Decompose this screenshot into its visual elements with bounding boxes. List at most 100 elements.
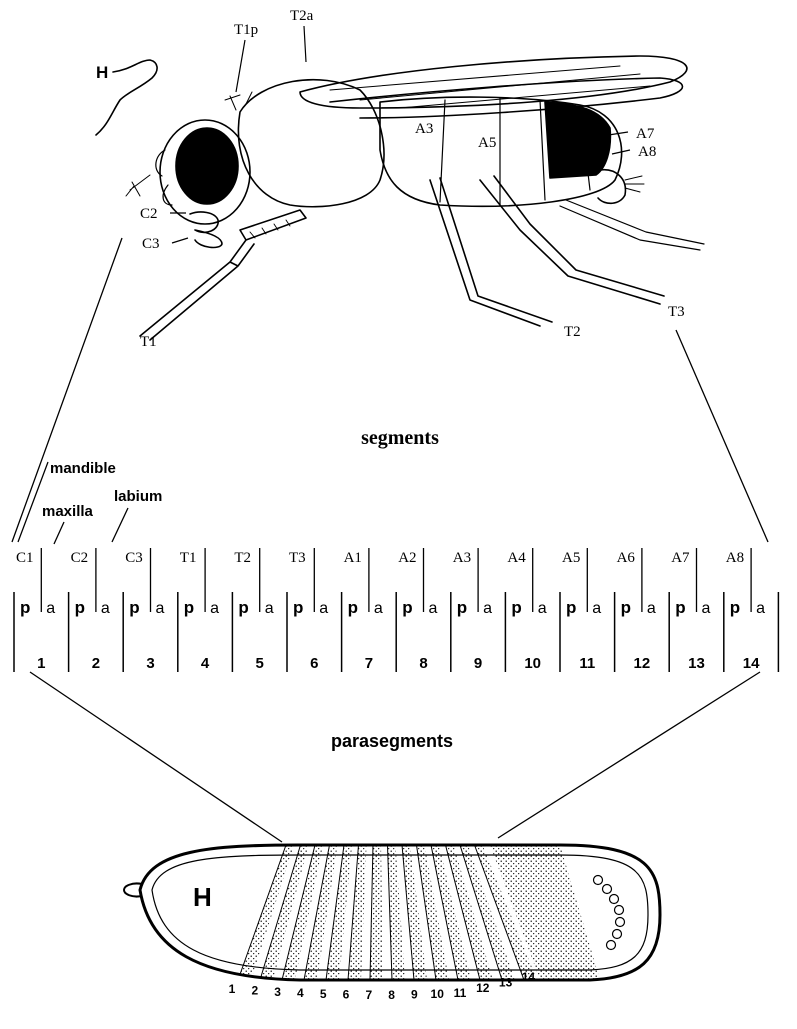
embryo-stripe-number: 6: [343, 988, 350, 1002]
label-mandible: mandible: [50, 460, 116, 477]
embryo-stripe-number: 11: [454, 986, 467, 1000]
label-t2a: T2a: [290, 8, 314, 24]
parasegment-number: 1: [37, 655, 45, 672]
compartment-anterior: a: [319, 600, 328, 617]
embryo-stripe-number: 7: [365, 988, 372, 1002]
compartment-anterior: a: [592, 600, 601, 617]
segment-label: T3: [289, 550, 306, 566]
embryo-stripe-number: 2: [251, 983, 258, 997]
parasegment-number: 5: [256, 655, 264, 672]
embryo-stripe-number: 13: [499, 975, 513, 989]
segment-label: C1: [16, 550, 34, 566]
parasegment-number: 8: [419, 655, 427, 672]
compartment-posterior: p: [511, 598, 521, 617]
abdomen-legs-extra: [560, 200, 704, 250]
compartment-anterior: a: [101, 600, 110, 617]
compartment-anterior: a: [483, 600, 492, 617]
compartment-anterior: a: [265, 600, 274, 617]
label-maxilla: maxilla: [42, 503, 94, 520]
compartment-posterior: p: [348, 598, 358, 617]
label-t1p: T1p: [234, 22, 258, 38]
compartment-anterior: a: [46, 600, 55, 617]
leg-t3: [480, 176, 664, 304]
pole-cell: [610, 895, 619, 904]
pole-cell: [603, 885, 612, 894]
parasegment-number: 3: [146, 655, 154, 672]
segment-label: C3: [125, 550, 143, 566]
compartment-posterior: p: [566, 598, 576, 617]
compartment-posterior: p: [621, 598, 631, 617]
compartment-posterior: p: [75, 598, 85, 617]
label-labium: labium: [114, 488, 162, 505]
parasegment-number: 13: [688, 655, 705, 672]
compartment-posterior: p: [675, 598, 685, 617]
segment-label: A1: [344, 550, 362, 566]
parasegment-number: 2: [92, 655, 100, 672]
segment-label: A7: [671, 550, 690, 566]
parasegment-number: 12: [634, 655, 651, 672]
compartment-anterior: a: [156, 600, 165, 617]
compartment-anterior: a: [374, 600, 383, 617]
parasegment-number: 9: [474, 655, 482, 672]
parasegment-number: 14: [743, 655, 760, 672]
embryo-stripe-number: 14: [522, 970, 536, 984]
segment-label: T2: [234, 550, 251, 566]
embryo-stripe-number: 12: [476, 981, 490, 995]
compartment-posterior: p: [402, 598, 412, 617]
leg-t1: [140, 210, 306, 340]
segment-label: C2: [71, 550, 89, 566]
segment-label: A5: [562, 550, 580, 566]
embryo-stripe-number: 5: [320, 987, 327, 1001]
parasegment-number: 10: [524, 655, 541, 672]
parasegment-number: 11: [579, 655, 595, 672]
label-a3: A3: [415, 121, 433, 137]
compartment-anterior: a: [756, 600, 765, 617]
pole-cell: [616, 918, 625, 927]
pole-cell: [615, 906, 624, 915]
pole-cell: [594, 876, 603, 885]
leg-t2: [430, 178, 552, 326]
parasegment-number: 7: [365, 655, 373, 672]
segments-title: segments: [361, 427, 439, 449]
adult-fly-drawing: [96, 56, 704, 340]
compartment-anterior: a: [702, 600, 711, 617]
compartment-posterior: p: [129, 598, 139, 617]
label-t2: T2: [564, 324, 581, 340]
label-c2: C2: [140, 206, 158, 222]
compartment-anterior: a: [429, 600, 438, 617]
embryo-stripe-number: 3: [274, 985, 281, 999]
compartment-posterior: p: [293, 598, 303, 617]
segment-label: A4: [507, 550, 526, 566]
label-t3: T3: [668, 304, 685, 320]
label-t1: T1: [140, 334, 157, 350]
parasegment-number: 6: [310, 655, 318, 672]
parasegment-number: 4: [201, 655, 210, 672]
embryo-stripe-number: 8: [388, 988, 395, 1002]
compound-eye: [176, 128, 238, 204]
compartment-anterior: a: [647, 600, 656, 617]
compartment-posterior: p: [238, 598, 248, 617]
compartment-anterior: a: [538, 600, 547, 617]
parasegments-title: parasegments: [331, 731, 453, 751]
segments-to-embryo-lines: [30, 672, 760, 842]
embryo-stripe-number: 10: [431, 987, 445, 1001]
pole-cell: [613, 930, 622, 939]
embryo-stripe-number: 9: [411, 988, 418, 1002]
compartment-posterior: p: [184, 598, 194, 617]
embryo-drawing: H 1234567891011121314: [124, 845, 660, 1002]
label-head: H: [96, 63, 108, 82]
compartment-posterior: p: [730, 598, 740, 617]
mouthparts: [190, 212, 222, 247]
label-a8: A8: [638, 144, 656, 160]
segment-label: A6: [617, 550, 636, 566]
segment-label: A3: [453, 550, 471, 566]
segment-label: A2: [398, 550, 416, 566]
label-a5: A5: [478, 135, 496, 151]
abdomen-tip: [598, 170, 625, 204]
label-a7: A7: [636, 126, 655, 142]
embryo-head-label: H: [193, 882, 212, 912]
compartment-posterior: p: [457, 598, 467, 617]
